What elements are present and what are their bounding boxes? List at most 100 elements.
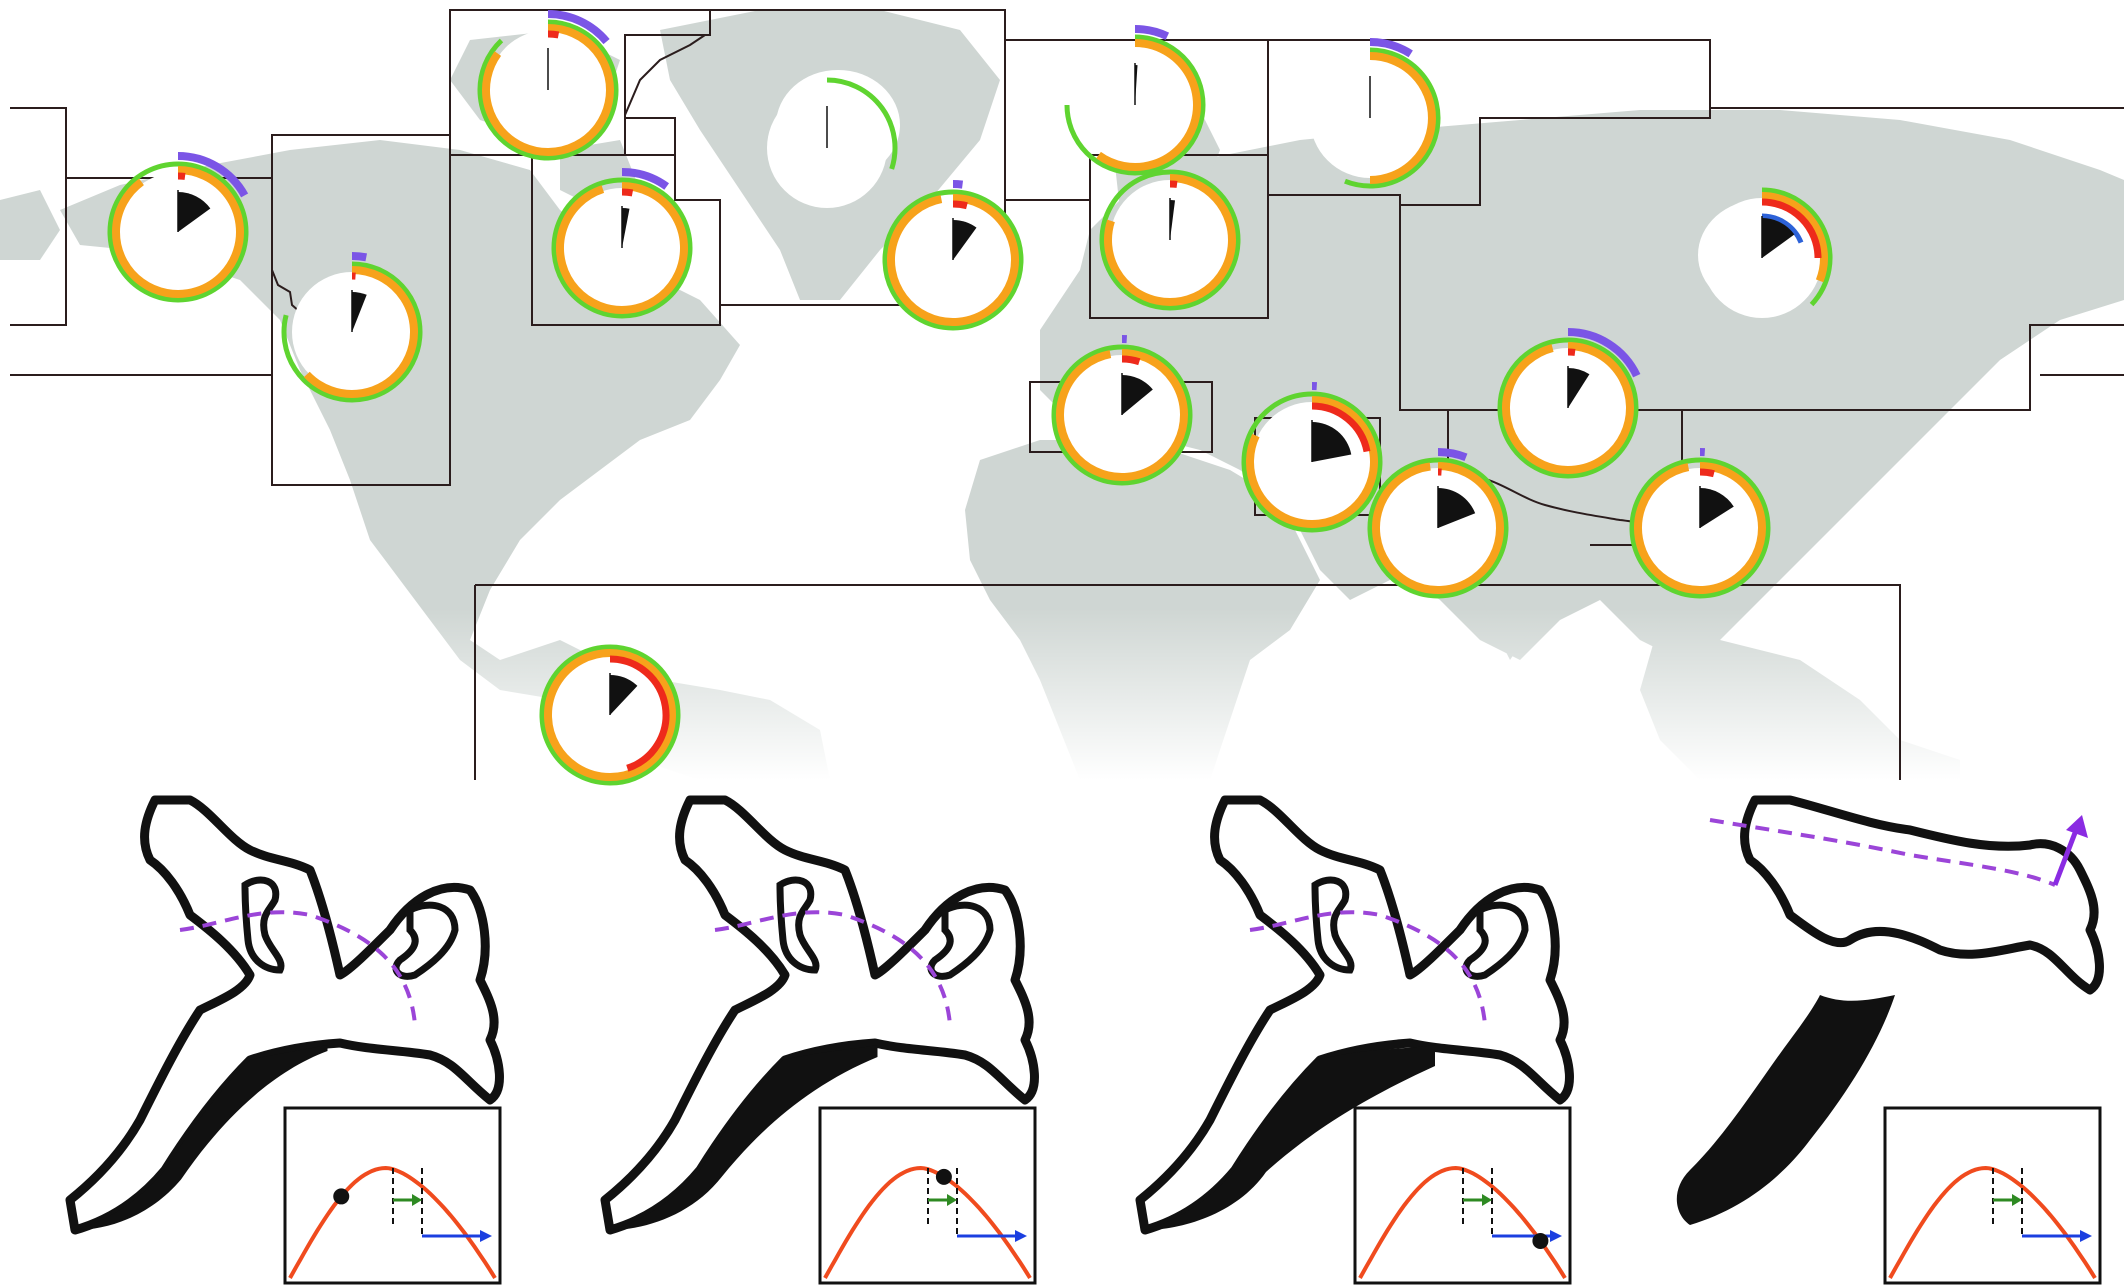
ring-wedge	[622, 208, 630, 248]
runoff-inset	[818, 1106, 1037, 1285]
ring-purple-arc	[952, 180, 964, 189]
ring-green-arc	[1629, 457, 1771, 599]
inset-frame	[283, 1106, 502, 1285]
ring-orange-arc	[556, 182, 688, 314]
ring-red-arc	[547, 30, 560, 39]
ring-wedge	[178, 192, 211, 232]
ring-orange-arc	[1104, 174, 1236, 306]
ring-wedge	[1170, 200, 1176, 240]
current-stage-marker	[1532, 1232, 1549, 1249]
ring-purple-arc	[1134, 25, 1170, 40]
ring-red-arc	[621, 188, 634, 197]
ring-wedge	[1700, 488, 1734, 528]
divide-shift-arrowhead	[2066, 815, 2088, 838]
ring-red-arc	[1761, 198, 1822, 259]
ring-red-arc	[1699, 468, 1715, 478]
peak-shift-arrowhead	[2012, 1194, 2022, 1206]
dead-ice-tongue	[1676, 995, 1895, 1225]
ring-green-arc	[826, 77, 898, 170]
nunatak-outline	[927, 901, 994, 980]
ring-orange-arc	[482, 24, 614, 156]
ring-orange-arc	[1246, 396, 1378, 528]
ring-wedge	[610, 675, 638, 715]
ring-purple-arc	[547, 10, 610, 45]
ring-purple-arc	[1369, 38, 1413, 58]
ring-green-arc	[1761, 187, 1833, 307]
ring-green-arc	[1367, 457, 1509, 599]
stage-1	[65, 795, 504, 1285]
ring-wedge	[1312, 422, 1352, 462]
ring-orange-arc	[303, 266, 418, 398]
ring-green-arc	[1051, 344, 1193, 486]
ring-green-arc	[107, 161, 249, 303]
ring-green-arc	[539, 644, 681, 786]
ring-chart-north-asia	[1702, 187, 1833, 318]
peak-shift-arrowhead	[1482, 1194, 1492, 1206]
ring-green-arc	[1241, 391, 1383, 533]
nunatak-outline	[392, 901, 459, 980]
ring-red-arc	[1311, 402, 1371, 453]
ring-chart-south-asia-e	[1629, 448, 1771, 599]
stage-3	[1135, 795, 1574, 1285]
ring-chart-russian-arctic	[1310, 38, 1441, 189]
ring-wedge	[1438, 488, 1476, 528]
ring-green-arc	[882, 189, 1024, 331]
glacier-outline-icon	[600, 795, 1039, 1235]
ring-green-arc	[1344, 47, 1441, 189]
nunatak-outline	[1311, 876, 1355, 974]
peak-shift-arrowhead	[412, 1194, 422, 1206]
ring-chart-scandinavia	[1099, 169, 1241, 311]
ring-green-arc	[551, 177, 693, 319]
ring-orange-arc	[1634, 462, 1766, 594]
ring-red-arc	[1121, 355, 1141, 366]
ring-wedge	[1568, 368, 1590, 408]
ring-chart-arctic-canada-s	[551, 168, 693, 319]
border-scandinavia	[1089, 154, 1269, 319]
ring-chart-greenland	[767, 77, 898, 208]
stage-2	[600, 795, 1039, 1285]
glacier-outline-icon	[1135, 795, 1574, 1235]
runoff-inset	[1353, 1106, 1572, 1285]
glacier-outline-icon	[65, 795, 504, 1235]
ring-purple-arc	[177, 152, 249, 198]
ring-orange-arc	[887, 194, 1019, 326]
ring-green-arc	[1497, 337, 1639, 479]
glacier-ice-fill	[1145, 1045, 1435, 1230]
current-stage-marker	[935, 1168, 952, 1185]
ring-chart-caucasus	[1241, 382, 1383, 533]
ring-green-arc	[1064, 34, 1206, 176]
border-alaska-canada	[271, 269, 301, 313]
ring-red-arc	[609, 655, 670, 772]
ring-orange-arc	[1372, 462, 1504, 594]
glacier-outline-icon	[1740, 795, 2104, 995]
ring-purple-arc	[351, 252, 367, 262]
ring-chart-alaska	[107, 152, 249, 303]
stage-4	[1676, 795, 2104, 1285]
current-stage-marker	[333, 1188, 350, 1205]
ring-chart-central-europe	[1051, 335, 1193, 486]
ring-orange-arc	[1056, 349, 1188, 481]
runoff-inset	[1883, 1106, 2102, 1285]
inset-frame	[1353, 1106, 1572, 1285]
decline-arrowhead	[1015, 1230, 1027, 1242]
ring-wedge	[1122, 375, 1153, 415]
ring-chart-low-latitudes	[539, 644, 681, 786]
ring-purple-arc	[1567, 328, 1641, 378]
ring-chart-arctic-canada-n	[477, 10, 619, 161]
ring-wedge	[1762, 218, 1795, 258]
inset-frame	[1883, 1106, 2102, 1285]
nunatak-outline	[1462, 901, 1529, 980]
ring-orange-arc	[1502, 342, 1634, 474]
border-western-canada	[271, 134, 451, 486]
decline-arrowhead	[1550, 1230, 1562, 1242]
glacier-ice-fill	[610, 1045, 878, 1230]
ring-green-arc	[477, 19, 619, 161]
ring-wedge	[352, 292, 367, 332]
runoff-inset	[283, 1106, 502, 1285]
decline-arrowhead	[2080, 1230, 2092, 1242]
ring-chart-south-asia-w	[1367, 448, 1509, 599]
ring-green-arc	[1099, 169, 1241, 311]
inset-frame	[818, 1106, 1037, 1285]
ring-chart-svalbard	[1064, 25, 1206, 176]
